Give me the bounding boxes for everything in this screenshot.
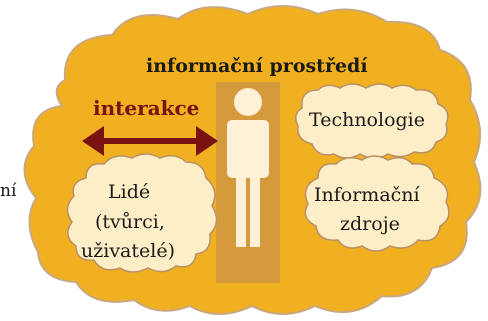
technology-bubble [295, 83, 449, 159]
people-label-line-1: Lidé [108, 181, 151, 203]
people-label-line-3: uživatelé) [81, 240, 175, 262]
interaction-label: interakce [93, 96, 200, 120]
people-label-line-2: (tvůrci, [95, 211, 165, 233]
double-headed-arrow-icon [82, 126, 218, 156]
information-sources-bubble [304, 155, 450, 252]
cut-off-edge-text: ní [0, 181, 17, 201]
information-sources-label-line-2: zdroje [340, 213, 400, 235]
person-figure-panel [216, 82, 280, 283]
information-sources-label-line-1: Informační [314, 184, 420, 206]
diagram-title: informační prostředí [146, 55, 368, 77]
people-bubble [66, 153, 218, 273]
technology-label: Technologie [309, 109, 425, 131]
person-silhouette-icon [227, 88, 269, 247]
